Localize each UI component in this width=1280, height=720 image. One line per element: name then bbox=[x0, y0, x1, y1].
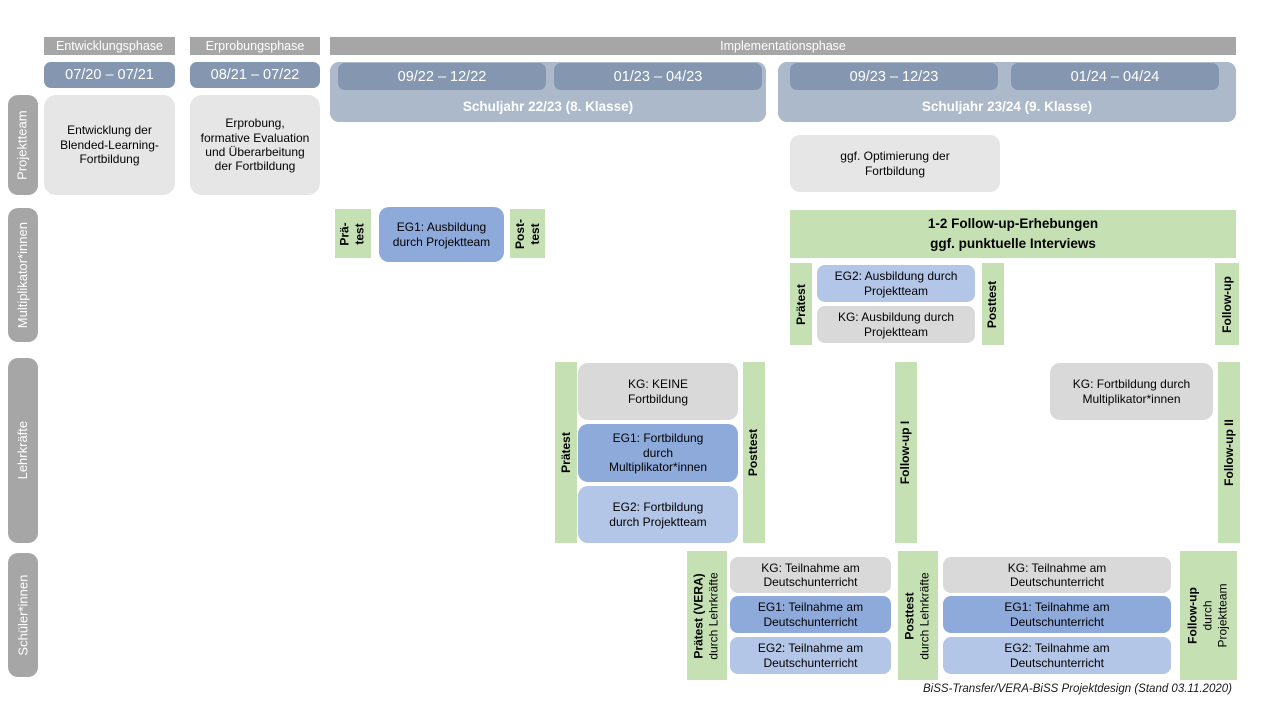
schoolyear-label-23-24: Schuljahr 23/24 (9. Klasse) bbox=[921, 99, 1093, 114]
diagram-caption: BiSS-Transfer/VERA-BiSS Projektdesign (S… bbox=[923, 683, 1232, 695]
box-optimierung-fortbildung: ggf. Optimierung der Fortbildung bbox=[790, 135, 1000, 192]
followup2-bar-lehrkraefte: Follow-up II bbox=[1218, 362, 1240, 543]
followup2-label: Follow-up II bbox=[1221, 419, 1236, 486]
followup-label: Follow-up bbox=[1219, 275, 1234, 333]
followup-label-schueler: Follow-up bbox=[1186, 587, 1200, 644]
box-erprobung-evaluation: Erprobung, formative Evaluation und Über… bbox=[190, 95, 320, 195]
row-label-projektteam: Projektteam bbox=[14, 110, 30, 180]
posttest-sublabel-schueler: durch Lehrkräfte bbox=[918, 571, 933, 660]
posttest-label: Posttest bbox=[985, 280, 1000, 328]
posttest-bar-schueler: Posttest durch Lehrkräfte bbox=[898, 551, 938, 680]
phase-bar-erprobungsphase: Erprobungsphase bbox=[190, 37, 320, 55]
box-eg1-ausbildung-projektteam: EG1: Ausbildung durch Projektteam bbox=[379, 207, 504, 262]
box-eg2-deutschunterricht-2: EG2: Teilnahme am Deutschunterricht bbox=[943, 637, 1171, 674]
followup-sublabel-durch: durch bbox=[1201, 600, 1215, 631]
praetest-label-line1: Prä- bbox=[338, 221, 352, 246]
praetest-vera-bar-schueler: Prätest (VERA) durch Lehrkräfte bbox=[687, 551, 727, 680]
sidebar-row-multiplikatoren: Multiplikator*innen bbox=[8, 208, 38, 342]
date-range-0720-0721: 07/20 – 07/21 bbox=[44, 62, 175, 88]
posttest-label-line2: test bbox=[527, 222, 542, 245]
sidebar-row-lehrkraefte: Lehrkräfte bbox=[8, 358, 38, 543]
date-range-0124-0424: 01/24 – 04/24 bbox=[1011, 63, 1219, 90]
sidebar-row-projektteam: Projektteam bbox=[8, 95, 38, 195]
box-eg1-deutschunterricht-1: EG1: Teilnahme am Deutschunterricht bbox=[730, 596, 891, 633]
box-kg-fortbildung-multiplikatoren: KG: Fortbildung durch Multiplikator*inne… bbox=[1050, 363, 1213, 420]
followup-bar-multiplikatoren: Follow-up bbox=[1215, 263, 1239, 345]
date-range-0922-1222: 09/22 – 12/22 bbox=[338, 63, 546, 90]
box-entwicklung-fortbildung: Entwicklung der Blended-Learning-Fortbil… bbox=[44, 95, 175, 195]
praetest-label-lehrkraefte: Prätest bbox=[558, 432, 573, 473]
phase-bar-entwicklungsphase: Entwicklungsphase bbox=[44, 37, 175, 55]
row-label-lehrkraefte: Lehrkräfte bbox=[14, 421, 30, 480]
praetest-label: Prätest bbox=[793, 283, 808, 325]
followup1-bar-lehrkraefte: Follow-up I bbox=[895, 362, 917, 543]
praetest-bar-multiplikatoren-1: Prä- test bbox=[335, 209, 371, 258]
box-eg2-ausbildung-projektteam: EG2: Ausbildung durch Projektteam bbox=[817, 265, 975, 302]
followup-sublabel-projektteam: Projektteam bbox=[1216, 583, 1230, 648]
row-label-multiplikatoren: Multiplikator*innen bbox=[14, 221, 30, 329]
phase-bar-implementationsphase: Implementationsphase bbox=[330, 37, 1236, 55]
posttest-label-lehrkraefte: Posttest bbox=[746, 428, 761, 477]
posttest-bar-multiplikatoren-1: Post- test bbox=[510, 209, 545, 258]
row-label-schueler: Schüler*innen bbox=[14, 574, 30, 656]
box-eg2-fortbildung-projektteam: EG2: Fortbildung durch Projektteam bbox=[578, 486, 738, 543]
box-kg-deutschunterricht-2: KG: Teilnahme am Deutschunterricht bbox=[943, 557, 1171, 593]
date-range-0821-0722: 08/21 – 07/22 bbox=[190, 62, 320, 88]
followup1-label: Follow-up I bbox=[898, 420, 913, 485]
followup-erhebungen-line2: ggf. punktuelle Interviews bbox=[930, 236, 1096, 251]
box-eg1-deutschunterricht-2: EG1: Teilnahme am Deutschunterricht bbox=[943, 596, 1171, 633]
followup-bar-schueler: Follow-up durch Projektteam bbox=[1180, 551, 1237, 680]
praetest-vera-sublabel: durch Lehrkräfte bbox=[707, 571, 722, 660]
praetest-bar-multiplikatoren-2: Prätest bbox=[790, 263, 812, 345]
praetest-bar-lehrkraefte: Prätest bbox=[555, 362, 577, 543]
praetest-label-line2: test bbox=[353, 222, 367, 245]
posttest-label-schueler: Posttest bbox=[903, 591, 918, 640]
sidebar-row-schueler: Schüler*innen bbox=[8, 553, 38, 677]
box-eg1-fortbildung-multiplikatoren: EG1: Fortbildung durch Multiplikator*inn… bbox=[578, 424, 738, 482]
schoolyear-label-22-23: Schuljahr 22/23 (8. Klasse) bbox=[462, 99, 634, 114]
box-followup-erhebungen: 1-2 Follow-up-Erhebungen ggf. punktuelle… bbox=[790, 210, 1236, 258]
posttest-bar-lehrkraefte: Posttest bbox=[743, 362, 765, 543]
praetest-vera-label: Prätest (VERA) bbox=[692, 572, 707, 659]
date-range-0123-0423: 01/23 – 04/23 bbox=[554, 63, 762, 90]
posttest-label-line1: Post- bbox=[512, 218, 527, 249]
box-kg-keine-fortbildung: KG: KEINE Fortbildung bbox=[578, 363, 738, 420]
box-eg2-deutschunterricht-1: EG2: Teilnahme am Deutschunterricht bbox=[730, 637, 891, 674]
box-kg-deutschunterricht-1: KG: Teilnahme am Deutschunterricht bbox=[730, 557, 891, 593]
box-kg-ausbildung-projektteam: KG: Ausbildung durch Projektteam bbox=[817, 306, 975, 343]
followup-erhebungen-line1: 1-2 Follow-up-Erhebungen bbox=[927, 216, 1099, 232]
date-range-0923-1223: 09/23 – 12/23 bbox=[790, 63, 998, 90]
posttest-bar-multiplikatoren-2: Posttest bbox=[982, 263, 1004, 345]
